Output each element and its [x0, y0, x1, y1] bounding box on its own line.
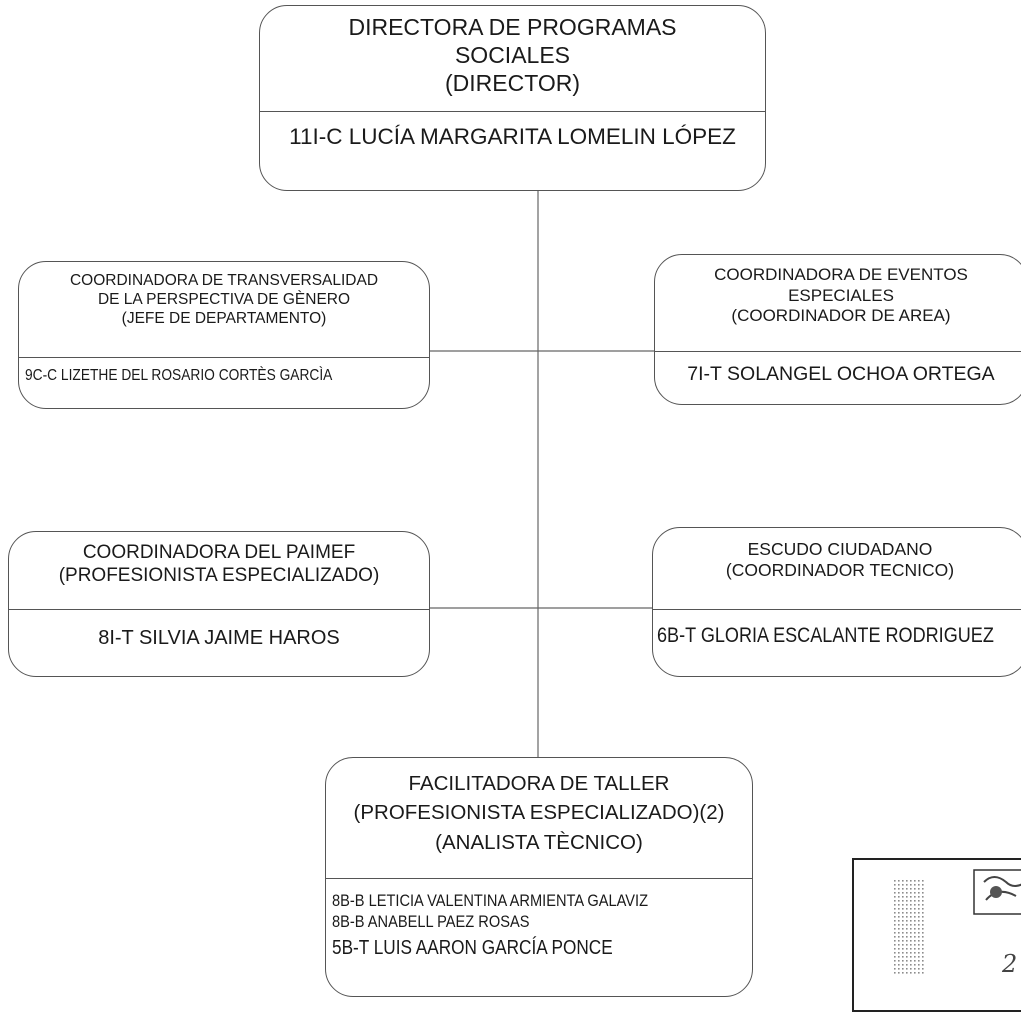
events-coordinator-divider: [655, 351, 1021, 352]
paimef-coordinator-name: 8I-T SILVIA JAIME HAROS: [98, 627, 340, 649]
events-coordinator-title-line-3: (COORDINADOR DE AREA): [731, 306, 951, 326]
events-coordinator-title-line-1: COORDINADORA DE EVENTOS: [714, 265, 968, 284]
workshop-facilitator-title-line-1: FACILITADORA DE TALLER: [408, 772, 670, 795]
gender-coordinator-box: COORDINADORA DE TRANSVERSALIDAD DE LA PE…: [18, 261, 430, 409]
gender-coordinator-title-line-1: COORDINADORA DE TRANSVERSALIDAD: [69, 272, 379, 289]
paimef-coordinator-divider: [9, 609, 429, 610]
escudo-ciudadano-title: ESCUDO CIUDADANO (COORDINADOR TECNICO): [653, 528, 1021, 609]
stamp-texture: [892, 880, 926, 976]
director-box: DIRECTORA DE PROGRAMAS SOCIALES (DIRECTO…: [259, 5, 766, 191]
paimef-coordinator-title-line-2: (PROFESIONISTA ESPECIALIZADO): [58, 565, 380, 587]
workshop-facilitator-names: 8B-B LETICIA VALENTINA ARMIENTA GALAVIZ …: [326, 879, 752, 961]
director-title-line-1: DIRECTORA DE PROGRAMAS: [348, 14, 677, 40]
stamp-graphic: 2: [892, 869, 1021, 978]
director-divider: [260, 111, 765, 112]
escudo-ciudadano-title-line-2: (COORDINADOR TECNICO): [725, 560, 955, 581]
escudo-ciudadano-title-line-1: ESCUDO CIUDADANO: [747, 539, 933, 559]
workshop-facilitator-box: FACILITADORA DE TALLER (PROFESIONISTA ES…: [325, 757, 753, 997]
gender-coordinator-title-line-2: DE LA PERSPECTIVA DE GÈNERO: [97, 290, 351, 308]
gender-coordinator-divider: [19, 357, 429, 358]
workshop-facilitator-name-2: 8B-B ANABELL PAEZ ROSAS: [332, 912, 530, 932]
paimef-coordinator-title-line-1: COORDINADORA DEL PAIMEF: [82, 542, 356, 563]
workshop-facilitator-name-3: 5B-T LUIS AARON GARCÍA PONCE: [332, 936, 613, 959]
director-title-line-3: (DIRECTOR): [444, 70, 580, 97]
workshop-facilitator-divider: [326, 878, 752, 879]
escudo-ciudadano-name: 6B-T GLORIA ESCALANTE RODRIGUEZ: [657, 624, 994, 647]
director-title: DIRECTORA DE PROGRAMAS SOCIALES (DIRECTO…: [260, 6, 765, 111]
events-coordinator-title-line-2: ESPECIALES: [788, 285, 894, 305]
paimef-coordinator-title: COORDINADORA DEL PAIMEF (PROFESIONISTA E…: [9, 532, 429, 609]
events-coordinator-title: COORDINADORA DE EVENTOS ESPECIALES (COOR…: [655, 255, 1021, 351]
director-title-line-2: SOCIALES: [454, 42, 571, 69]
workshop-facilitator-name-1: 8B-B LETICIA VALENTINA ARMIENTA GALAVIZ: [332, 891, 649, 910]
gender-coordinator-title: COORDINADORA DE TRANSVERSALIDAD DE LA PE…: [19, 262, 429, 357]
gender-coordinator-title-line-3: (JEFE DE DEPARTAMENTO): [121, 309, 327, 327]
workshop-facilitator-title-line-2: (PROFESIONISTA ESPECIALIZADO)(2): [353, 801, 725, 824]
director-name: 11I-C LUCÍA MARGARITA LOMELIN LÓPEZ: [289, 124, 736, 149]
paimef-coordinator-box: COORDINADORA DEL PAIMEF (PROFESIONISTA E…: [8, 531, 430, 677]
workshop-facilitator-title: FACILITADORA DE TALLER (PROFESIONISTA ES…: [326, 758, 752, 878]
escudo-ciudadano-divider: [653, 609, 1021, 610]
events-coordinator-name: 7I-T SOLANGEL OCHOA ORTEGA: [687, 363, 995, 385]
gender-coordinator-name: 9C-C LIZETHE DEL ROSARIO CORTÈS GARCÌA: [25, 367, 333, 384]
official-stamp: 2: [852, 858, 1021, 1012]
events-coordinator-box: COORDINADORA DE EVENTOS ESPECIALES (COOR…: [654, 254, 1021, 405]
workshop-facilitator-title-line-3: (ANALISTA TÈCNICO): [435, 831, 643, 854]
stamp-digit: 2: [1001, 950, 1017, 978]
escudo-ciudadano-box: ESCUDO CIUDADANO (COORDINADOR TECNICO) 6…: [652, 527, 1021, 677]
